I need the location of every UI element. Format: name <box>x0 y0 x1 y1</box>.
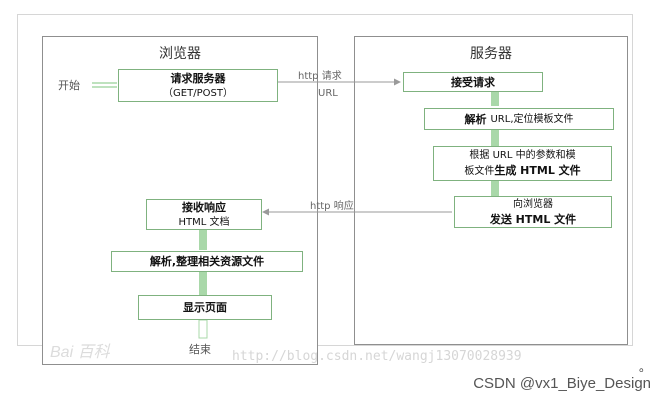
trailing-dot: 。 <box>639 360 652 374</box>
server-lane-title: 服务器 <box>470 46 512 62</box>
parse-url-bold: 解析 <box>464 112 487 126</box>
url-label: URL <box>318 88 338 99</box>
accept-request-text: 接受请求 <box>451 75 495 89</box>
request-server-title: 请求服务器 <box>170 71 226 85</box>
send-html-line1: 向浏览器 <box>513 199 553 210</box>
request-server-box: 请求服务器 （GET/POST） <box>118 69 278 102</box>
parse-url-rest: URL,定位模板文件 <box>490 113 574 125</box>
generate-html-box: 根据 URL 中的参数和模 板文件生成 HTML 文件 <box>433 146 612 181</box>
show-page-text: 显示页面 <box>183 301 227 314</box>
accept-request-box: 接受请求 <box>403 72 543 92</box>
http-response-label: http 响应 <box>310 201 354 212</box>
arrow-show-to-end <box>198 319 208 339</box>
arrow-parse-to-show <box>199 271 207 295</box>
parse-resources-text: 解析,整理相关资源文件 <box>149 255 265 268</box>
start-arrow <box>92 82 117 88</box>
generate-html-line2: 板文件生成 HTML 文件 <box>464 163 580 179</box>
show-page-box: 显示页面 <box>138 295 272 320</box>
arrow-accept-to-parse <box>491 92 499 106</box>
arrow-parse-to-generate <box>491 130 499 146</box>
parse-resources-box: 解析,整理相关资源文件 <box>111 251 303 272</box>
send-html-box: 向浏览器 发送 HTML 文件 <box>454 196 612 228</box>
receive-response-box: 接收响应 HTML 文档 <box>146 199 262 230</box>
arrow-generate-to-send <box>491 181 499 196</box>
parse-url-box: 解析 URL,定位模板文件 <box>424 108 614 130</box>
request-server-method: （GET/POST） <box>163 87 233 99</box>
csdn-watermark: CSDN @vx1_Biye_Design <box>473 375 651 392</box>
url-watermark: http://blog.csdn.net/wangj13070028939 <box>232 349 522 364</box>
receive-response-title: 接收响应 <box>182 200 226 214</box>
start-label: 开始 <box>58 79 80 92</box>
arrow-receive-to-parse <box>199 230 207 250</box>
baidu-watermark: Bai 百科 <box>50 344 110 361</box>
end-label: 结束 <box>189 343 211 356</box>
browser-lane-title: 浏览器 <box>159 46 201 62</box>
generate-html-line1: 根据 URL 中的参数和模 <box>469 150 576 161</box>
generate-html-line2-a: 板文件 <box>464 166 495 177</box>
receive-response-doc: HTML 文档 <box>178 216 230 228</box>
send-html-line2: 发送 HTML 文件 <box>489 213 577 226</box>
generate-html-line2-b: 生成 HTML 文件 <box>494 164 581 177</box>
http-request-label: http 请求 <box>298 71 342 82</box>
